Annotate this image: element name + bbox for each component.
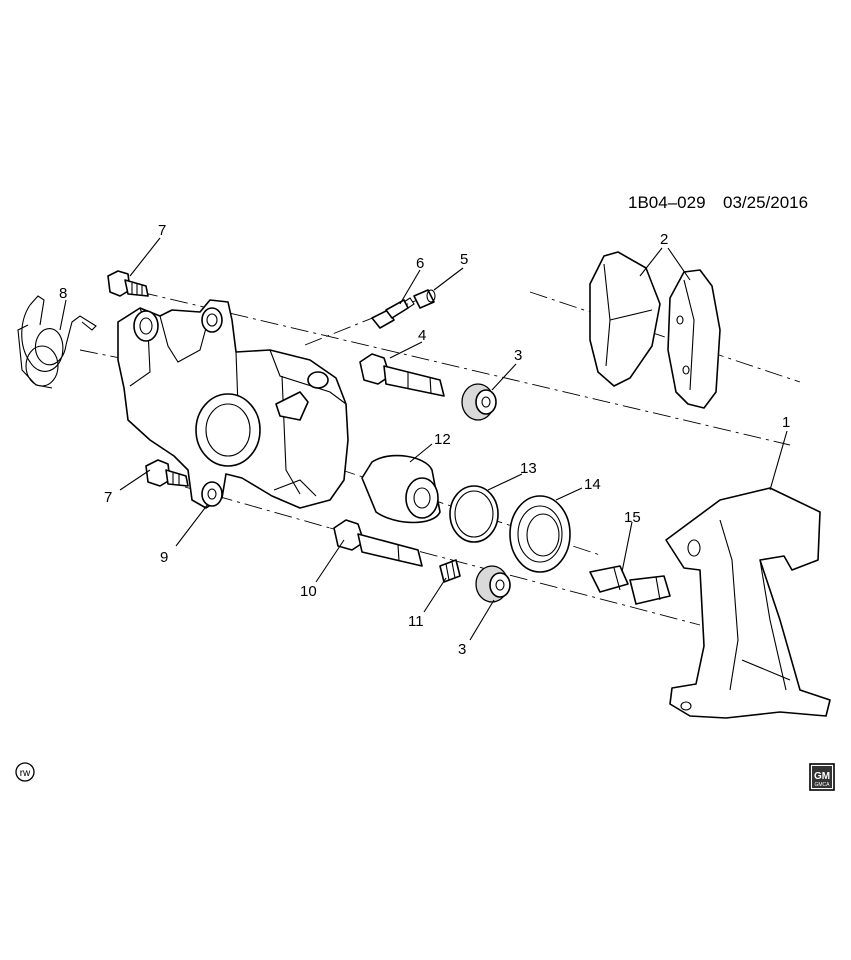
part-piston — [361, 454, 441, 524]
part-bleeder-screw — [371, 297, 415, 329]
leader-lines — [59, 237, 788, 641]
part-spring-clip — [17, 295, 97, 389]
callout-10: 10 — [300, 583, 317, 600]
part-guide-pin-upper — [359, 353, 445, 397]
part-caliper-housing — [117, 299, 349, 509]
diagram-code: 1B04–029 — [628, 193, 706, 212]
callout-2: 2 — [660, 231, 668, 248]
callout-12: 12 — [434, 431, 451, 448]
part-brake-pads — [589, 251, 721, 409]
part-bleeder-cap — [413, 289, 436, 309]
gm-logo: GM GMCA — [809, 763, 835, 791]
part-piston-seal — [449, 485, 499, 543]
part-caliper-bracket — [665, 487, 831, 719]
callout-6: 6 — [416, 255, 424, 272]
callout-4: 4 — [418, 327, 426, 344]
callout-labels: 1 2 3 4 5 6 7 8 7 9 10 11 3 12 13 14 15 — [59, 222, 790, 658]
part-bolt-bottom — [145, 459, 189, 487]
callout-7-upper: 7 — [158, 222, 166, 239]
callout-11: 11 — [408, 613, 424, 630]
part-pin-bushing — [439, 559, 461, 583]
callout-13: 13 — [520, 460, 537, 477]
part-boot-lower — [475, 565, 511, 603]
callout-14: 14 — [584, 476, 601, 493]
part-bolt-top — [107, 270, 149, 297]
callout-5: 5 — [460, 251, 468, 268]
rw-badge: rw — [15, 762, 35, 782]
callout-3-lower: 3 — [458, 641, 466, 658]
callout-15: 15 — [624, 509, 641, 526]
callout-8: 8 — [59, 285, 67, 302]
part-dust-boot — [509, 495, 571, 573]
part-pad-clips — [589, 565, 671, 605]
callout-3-upper: 3 — [514, 347, 522, 364]
rw-badge-text: rw — [20, 768, 31, 779]
part-boot-upper — [461, 383, 497, 421]
callout-1: 1 — [782, 414, 790, 431]
callout-9: 9 — [160, 549, 168, 566]
gm-logo-text: GM — [814, 771, 830, 782]
diagram-header: 1B04–029 03/25/2016 — [628, 193, 808, 213]
callout-7-lower: 7 — [104, 489, 112, 506]
part-guide-pin-lower — [333, 519, 423, 567]
diagram-date: 03/25/2016 — [723, 193, 809, 212]
gm-logo-subtext: GMCA — [815, 782, 831, 788]
